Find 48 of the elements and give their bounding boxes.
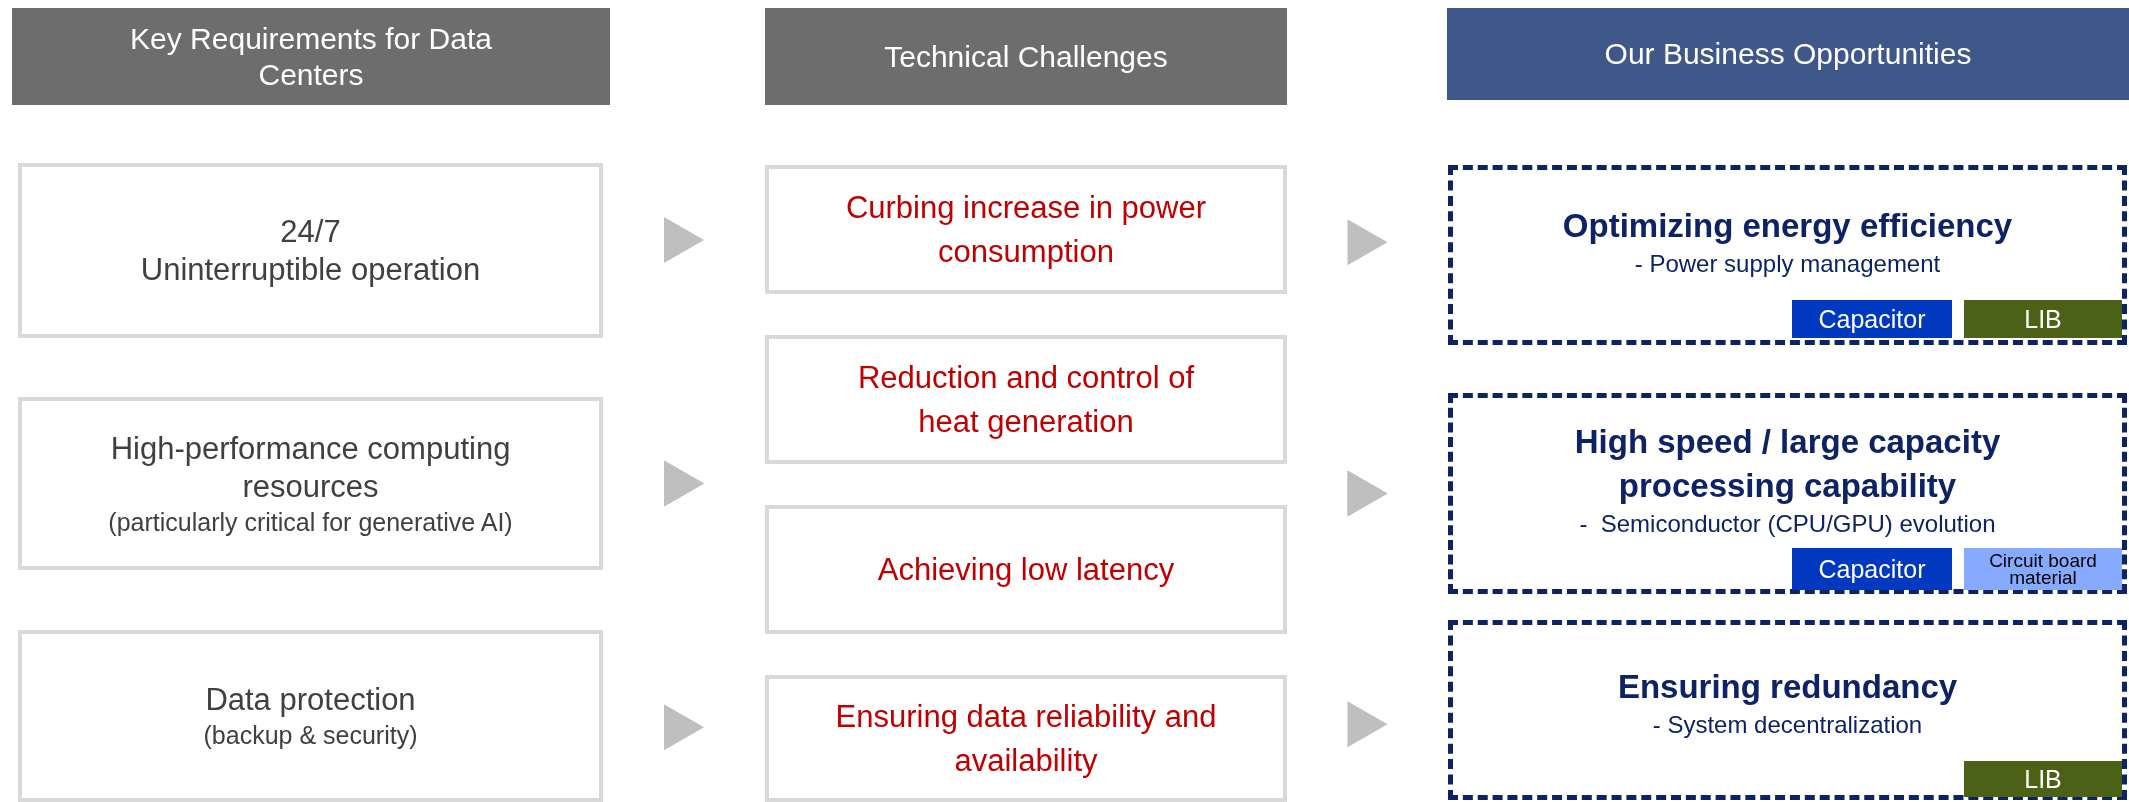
product-tag xyxy=(1964,761,2122,797)
opportunity-title: High speed / large capacity processing capability xyxy=(1573,422,2002,506)
challenge-box xyxy=(765,505,1287,634)
product-tag xyxy=(1792,548,1952,590)
column-header xyxy=(765,8,1287,105)
challenge-text: Achieving low latency xyxy=(877,550,1175,589)
header-text: Technical Challenges xyxy=(884,38,1168,75)
challenge-box xyxy=(765,675,1287,802)
tag-label: Capacitor xyxy=(1818,556,1926,582)
opportunity-box xyxy=(1448,393,2127,594)
tag-label: LIB xyxy=(2024,306,2062,332)
product-tag xyxy=(1792,300,1952,338)
requirement-note: (backup & security) xyxy=(203,720,418,751)
tag-label: LIB xyxy=(2024,766,2062,792)
chevron-arrow xyxy=(664,217,704,263)
opportunity-box xyxy=(1448,620,2127,800)
requirement-text: Data protection xyxy=(205,681,416,719)
requirement-box xyxy=(18,397,603,570)
product-tag xyxy=(1964,300,2122,338)
tag-label: Capacitor xyxy=(1818,306,1926,332)
product-tag xyxy=(1964,548,2122,590)
challenge-text: Curbing increase in power consumption xyxy=(844,188,1208,271)
requirement-note: (particularly critical for generative AI) xyxy=(108,506,513,538)
challenge-text: Reduction and control of heat generation xyxy=(856,358,1196,441)
challenge-text: Ensuring data reliability and availability xyxy=(834,697,1218,780)
header-text: Key Requirements for Data Centers xyxy=(129,20,493,93)
opportunity-box xyxy=(1448,165,2127,345)
requirement-box xyxy=(18,630,603,802)
column-header xyxy=(12,8,610,105)
tag-label: Circuit board material xyxy=(1988,552,2098,586)
challenge-box xyxy=(765,335,1287,464)
chevron-arrow xyxy=(1347,219,1388,266)
requirement-text: 24/7 xyxy=(280,212,341,251)
requirement-text: High-performance computing resources xyxy=(109,429,512,506)
opportunity-subtitle: - Semiconductor (CPU/GPU) evolution xyxy=(1579,509,1996,539)
chevron-arrow xyxy=(1347,701,1388,748)
chevron-arrow xyxy=(664,460,704,507)
opportunity-title: Optimizing energy efficiency xyxy=(1562,206,2013,246)
opportunity-title: Ensuring redundancy xyxy=(1617,667,1958,707)
chevron-arrow xyxy=(664,704,704,751)
requirement-box xyxy=(18,163,603,338)
column-header xyxy=(1447,8,2129,100)
challenge-box xyxy=(765,165,1287,294)
requirement-text: Uninterruptible operation xyxy=(140,250,481,289)
chevron-arrow xyxy=(1347,470,1388,517)
opportunity-subtitle: - System decentralization xyxy=(1652,710,1923,740)
header-text: Our Business Opportunities xyxy=(1604,36,1972,72)
opportunity-subtitle: - Power supply management xyxy=(1634,249,1941,279)
